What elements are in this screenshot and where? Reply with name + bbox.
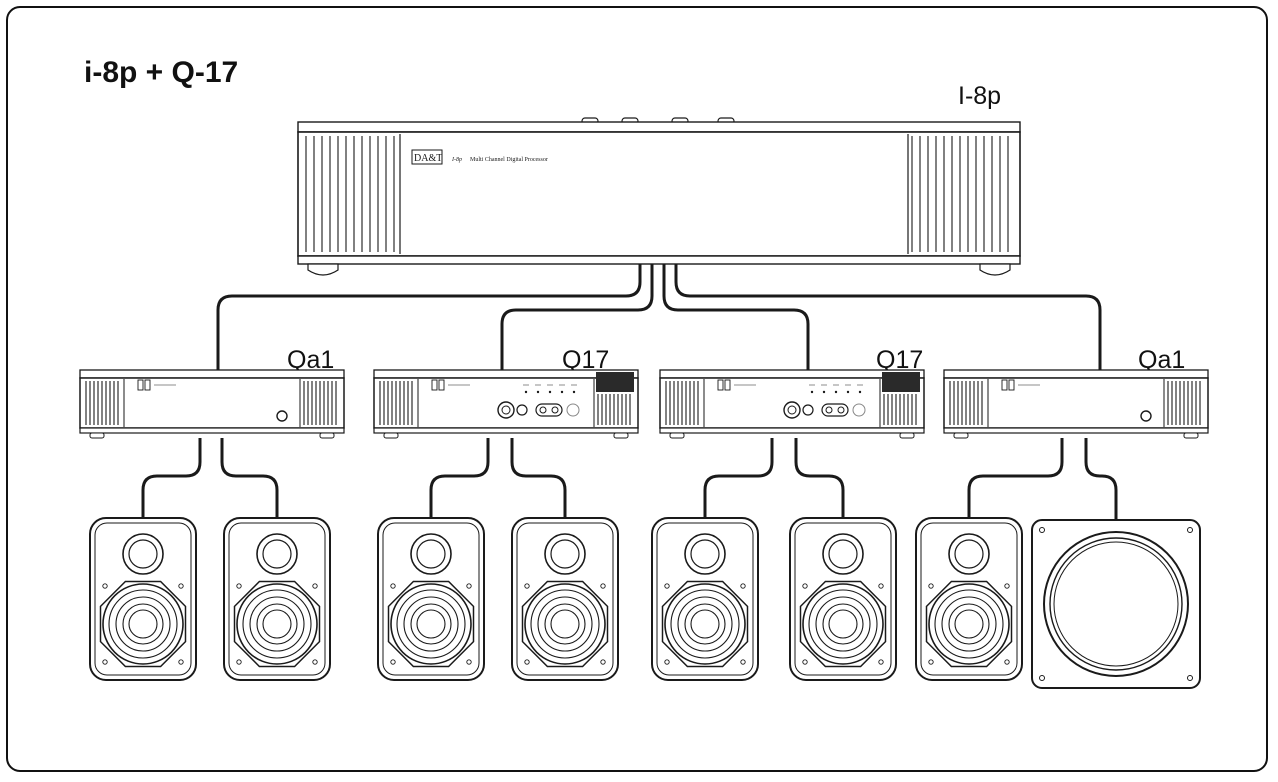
cable-amp3-right	[794, 438, 845, 518]
amp-heatsink-right	[597, 394, 631, 425]
woofer-ring	[410, 603, 452, 645]
woofer-ring	[256, 603, 298, 645]
amp-heatsink-right	[1167, 381, 1201, 425]
power-button-icon	[1140, 410, 1152, 422]
amp-heatsink-right	[303, 381, 337, 425]
processor-heatsink-right	[911, 136, 1009, 252]
speaker-5	[651, 517, 759, 681]
cable-amp1-right	[220, 438, 279, 518]
amp-label-3: Q17	[876, 346, 924, 374]
amplifier-4	[943, 369, 1209, 439]
amp-logo	[1001, 379, 1040, 391]
amp-display-block	[596, 372, 634, 392]
processor-logo-text: DA&T	[414, 153, 442, 164]
cable-proc-amp-2	[500, 264, 654, 370]
cable-amp4-right	[1084, 438, 1118, 520]
woofer-ring	[537, 596, 593, 652]
amp-heatsink-left	[949, 381, 983, 425]
processor-heatsink-left	[305, 136, 395, 252]
woofer-ring	[530, 589, 600, 659]
xlr-connector-icon	[497, 401, 515, 419]
cable-proc-amp-3	[662, 264, 810, 370]
woofer-ring	[815, 596, 871, 652]
power-button-icon	[276, 410, 288, 422]
woofer-ring	[822, 603, 864, 645]
amplifier-3	[659, 369, 925, 439]
processor-model-text: I-8p	[451, 157, 462, 163]
woofer-ring	[677, 596, 733, 652]
woofer-ring	[550, 609, 580, 639]
woofer-ring	[416, 609, 446, 639]
woofer-ring	[396, 589, 466, 659]
woofer-ring	[828, 609, 858, 639]
xlr-connector-icon	[783, 401, 801, 419]
woofer-ring	[544, 603, 586, 645]
amp-display-block	[882, 372, 920, 392]
woofer-ring	[954, 609, 984, 639]
cable-amp2-left	[429, 438, 490, 518]
cable-amp3-left	[703, 438, 774, 518]
cable-amp4-left	[967, 438, 1064, 518]
processor-faceplate-text: Multi Channel Digital Processor	[470, 157, 548, 163]
amp-label-1: Qa1	[287, 346, 335, 374]
woofer-ring	[403, 596, 459, 652]
woofer-icon	[236, 583, 318, 665]
woofer-ring	[941, 596, 997, 652]
woofer-ring	[808, 589, 878, 659]
woofer-ring	[262, 609, 292, 639]
amplifier-row	[79, 369, 1209, 439]
amp-label-4: Qa1	[1138, 346, 1186, 374]
woofer-icon	[102, 583, 184, 665]
subwoofer	[1031, 519, 1201, 689]
woofer-ring	[249, 596, 305, 652]
diagram-title: i-8p + Q-17	[84, 56, 239, 89]
amp-heatsink-left	[85, 381, 119, 425]
woofer-ring	[670, 589, 740, 659]
speaker-3	[377, 517, 485, 681]
woofer-ring	[684, 603, 726, 645]
speaker-7	[915, 517, 1023, 681]
amplifier-2	[373, 369, 639, 439]
amp-heatsink-left	[379, 381, 413, 425]
woofer-ring	[242, 589, 312, 659]
cables	[141, 264, 1118, 520]
woofer-ring	[128, 609, 158, 639]
processor-logo: DA&T	[411, 149, 443, 165]
woofer-icon	[928, 583, 1010, 665]
woofer-icon	[664, 583, 746, 665]
amp-logo	[431, 379, 470, 391]
amplifier-1	[79, 369, 345, 439]
amp-logo	[137, 379, 176, 391]
woofer-ring	[115, 596, 171, 652]
cable-proc-amp-4	[674, 264, 1102, 370]
speaker-6	[789, 517, 897, 681]
speaker-2	[223, 517, 331, 681]
amp-label-2: Q17	[562, 346, 610, 374]
woofer-ring	[108, 589, 178, 659]
woofer-icon	[524, 583, 606, 665]
woofer-icon	[390, 583, 472, 665]
woofer-ring	[934, 589, 1004, 659]
cable-amp1-left	[141, 438, 202, 518]
subwoofer-driver-icon	[1043, 531, 1189, 677]
speaker-row	[89, 517, 1201, 689]
processor-label: I-8p	[958, 82, 1002, 110]
woofer-ring	[122, 603, 164, 645]
amp-heatsink-right	[883, 394, 917, 425]
woofer-icon	[802, 583, 884, 665]
cable-proc-amp-1	[216, 264, 642, 370]
woofer-ring	[690, 609, 720, 639]
amp-logo	[717, 379, 756, 391]
speaker-1	[89, 517, 197, 681]
speaker-4	[511, 517, 619, 681]
cable-amp2-right	[510, 438, 567, 518]
processor-unit: DA&T I-8p Multi Channel Digital Processo…	[297, 117, 1021, 276]
diagram-frame	[6, 6, 1268, 772]
woofer-ring	[948, 603, 990, 645]
amp-heatsink-left	[665, 381, 699, 425]
